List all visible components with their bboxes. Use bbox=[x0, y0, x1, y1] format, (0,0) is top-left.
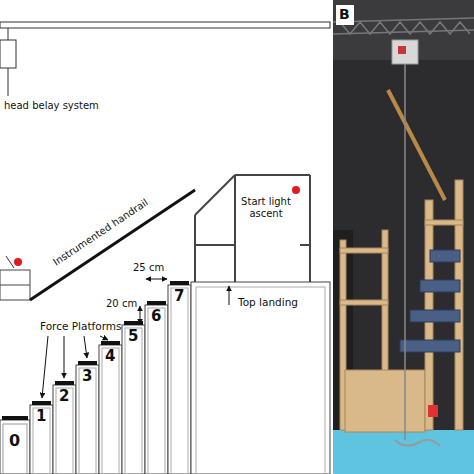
callout-number: 3 bbox=[82, 368, 92, 385]
part-label: Top landing bbox=[238, 296, 298, 308]
part-label: Instrumented handrail bbox=[51, 197, 149, 268]
callout-number: 0 bbox=[9, 432, 20, 450]
callout-number: 5 bbox=[128, 328, 138, 345]
callout-number: 6 bbox=[151, 308, 161, 325]
dimension-label: 25 cm bbox=[133, 262, 164, 274]
panel-letter: B bbox=[339, 6, 350, 22]
part-label: Force Platforms bbox=[40, 320, 122, 332]
callout-number: 4 bbox=[105, 348, 115, 365]
callout-number: 2 bbox=[59, 388, 69, 405]
dimension-label: 20 cm bbox=[106, 298, 137, 310]
part-label: head belay system bbox=[4, 100, 99, 112]
callout-number: 7 bbox=[174, 288, 184, 305]
note-label: Start light ascent bbox=[240, 196, 292, 219]
callout-number: 1 bbox=[36, 408, 46, 425]
